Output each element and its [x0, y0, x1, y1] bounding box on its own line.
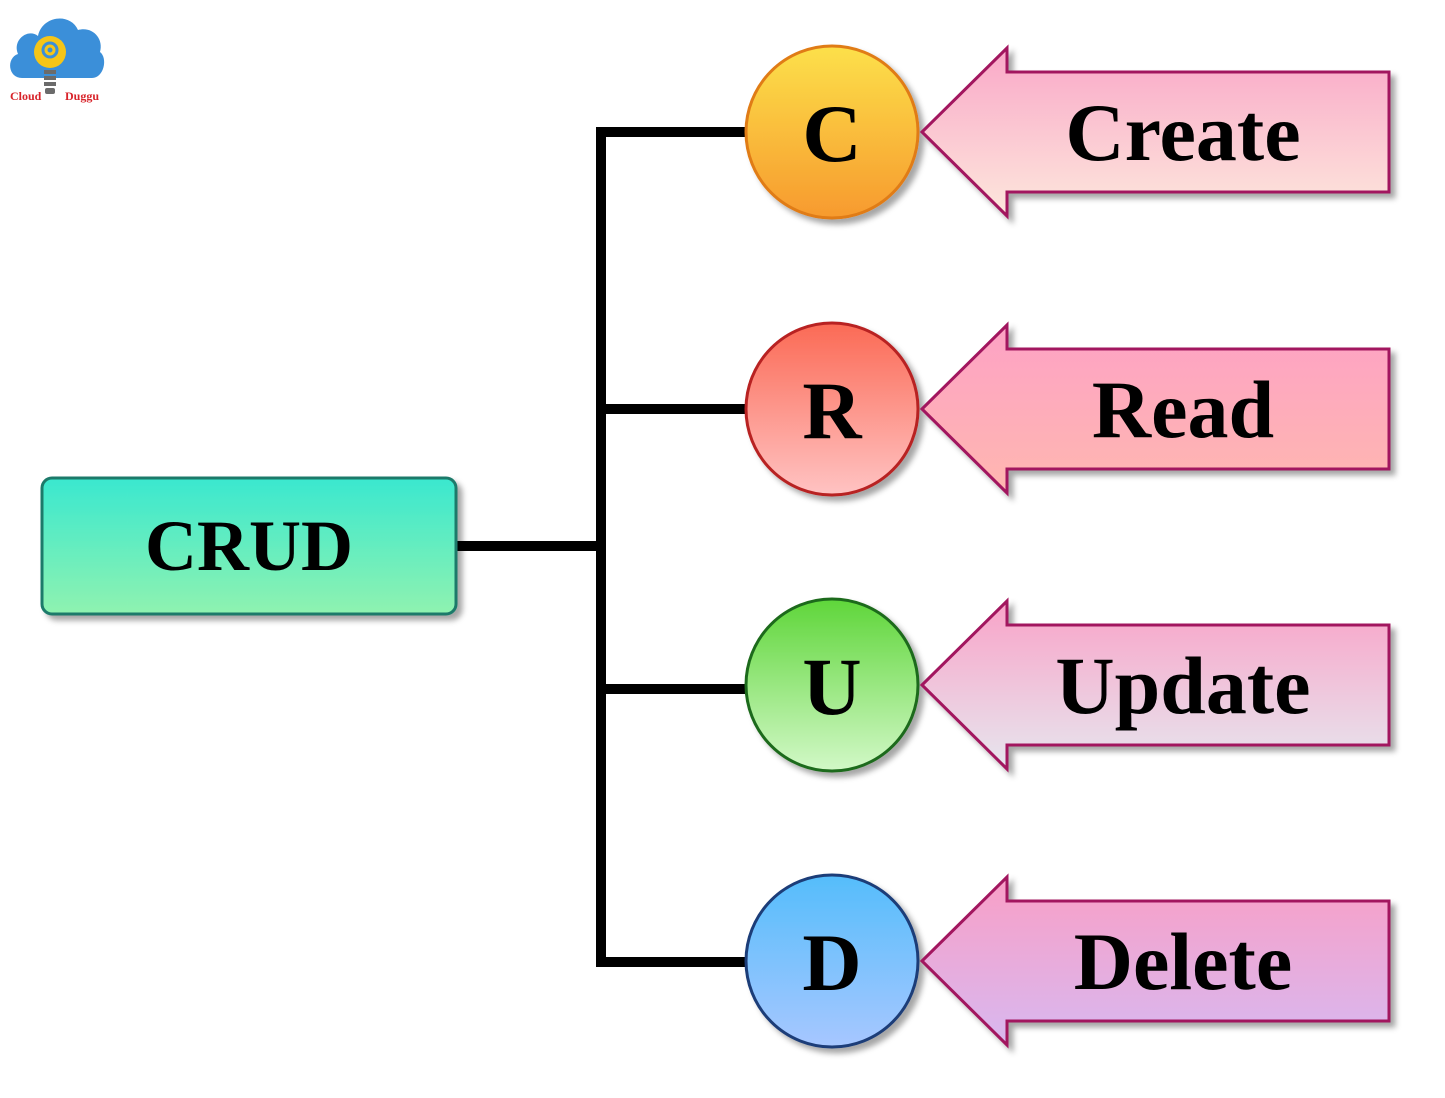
operation-circle-d: D [744, 873, 920, 1049]
operation-circle-u: U [744, 597, 920, 773]
operation-letter-u: U [802, 641, 861, 732]
gear-icon [41, 41, 59, 59]
operation-label-create: Create [1065, 87, 1300, 178]
cloudduggu-logo: Cloud Duggu [10, 18, 105, 103]
operation-row-d: D Delete [744, 873, 1391, 1049]
operation-letter-c: C [802, 88, 861, 179]
operation-arrow-d: Delete [919, 873, 1391, 1049]
operation-row-u: U Update [744, 597, 1391, 773]
operation-row-r: R Read [744, 321, 1391, 497]
logo-text-left: Cloud [10, 89, 42, 103]
operation-row-c: C Create [744, 44, 1391, 220]
operation-arrow-u: Update [919, 597, 1391, 773]
operation-label-delete: Delete [1074, 916, 1293, 1007]
logo-text-right: Duggu [65, 89, 99, 103]
operation-label-update: Update [1055, 640, 1310, 731]
operation-arrow-c: Create [919, 44, 1391, 220]
operation-letter-r: R [802, 365, 862, 456]
crud-root-label: CRUD [145, 506, 353, 586]
crud-root-node: CRUD [40, 476, 458, 616]
operation-arrow-r: Read [919, 321, 1391, 497]
operation-letter-d: D [802, 917, 861, 1008]
tree-connector [457, 127, 748, 967]
operation-circle-c: C [744, 44, 920, 220]
operation-circle-r: R [744, 321, 920, 497]
operation-label-read: Read [1092, 364, 1274, 455]
